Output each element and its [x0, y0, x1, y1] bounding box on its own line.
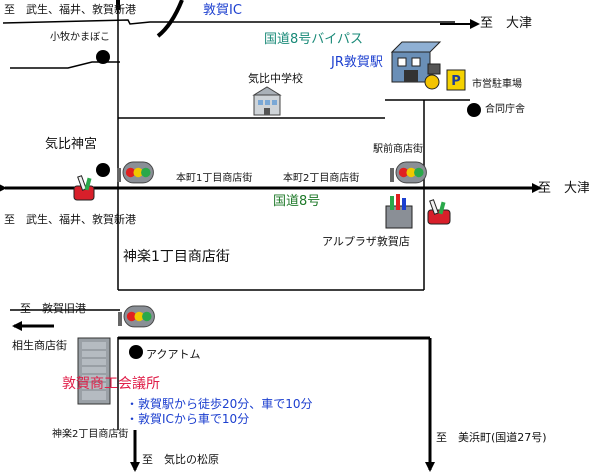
east-mid-label: 至 大津 [538, 181, 589, 196]
chamber-label: 敦賀商工会議所 [62, 376, 160, 392]
jr-station-label: JR敦賀駅 [331, 55, 383, 70]
city-parking-label: 市営駐車場 [472, 79, 522, 90]
aioi-st-label: 相生商店街 [12, 339, 67, 352]
svg-text:P: P [451, 74, 461, 89]
marker-dot-icon [129, 345, 143, 359]
route8-label: 国道8号 [273, 194, 321, 209]
marker-dot-icon [467, 103, 481, 117]
shopping-icon [73, 175, 95, 201]
matsubara-label: 至 気比の松原 [142, 453, 219, 466]
west-mid-label: 至 武生、福井、敦賀新港 [4, 213, 136, 226]
kehi-shrine-label: 気比神宮 [45, 137, 98, 152]
office-building-icon [77, 337, 111, 405]
top-road [2, 19, 455, 25]
mihamacho-label: 至 美浜町(国道27号) [436, 431, 547, 444]
old-port-label: 至 敦賀旧港 [20, 302, 86, 315]
marker-dot-icon [96, 50, 110, 64]
kehi-jhs-label: 気比中学校 [248, 72, 303, 85]
ekimae-st-label: 駅前商店街 [373, 144, 423, 155]
access-ic-text: ・敦賀ICから車で10分 [126, 412, 250, 426]
tsuruga-ic-label: 敦賀IC [203, 3, 242, 18]
shopping-icon [385, 194, 413, 229]
godo-chosha-label: 合同庁舎 [485, 104, 525, 115]
komaki-label: 小牧かまぼこ [50, 32, 110, 43]
traffic-signal-icon [117, 161, 154, 184]
alplaza-label: アルプラザ敦賀店 [322, 235, 410, 248]
access-walk-text: ・敦賀駅から徒歩20分、車で10分 [126, 397, 313, 411]
station-sign-icon [424, 74, 440, 90]
ic-road [156, 0, 184, 38]
traffic-signal-icon [118, 305, 155, 328]
honmachi1-label: 本町1丁目商店街 [176, 173, 253, 184]
shopping-icon [427, 199, 451, 225]
traffic-signal-icon [390, 161, 427, 184]
marker-dot-icon [96, 163, 110, 177]
east-top-label: 至 大津 [480, 16, 533, 31]
honmachi2-label: 本町2丁目商店街 [283, 173, 360, 184]
kagura1-label: 神楽1丁目商店街 [123, 249, 230, 265]
bypass8-label: 国道8号バイパス [264, 32, 364, 47]
school-building-icon [252, 86, 282, 116]
station-building-icon [390, 41, 442, 83]
parking-sign-icon: P [446, 69, 466, 91]
north-west-label: 至 武生、福井、敦賀新港 [4, 3, 136, 16]
kagura2-label: 神楽2丁目商店街 [52, 429, 129, 440]
aquatom-label: アクアトム [146, 348, 201, 361]
